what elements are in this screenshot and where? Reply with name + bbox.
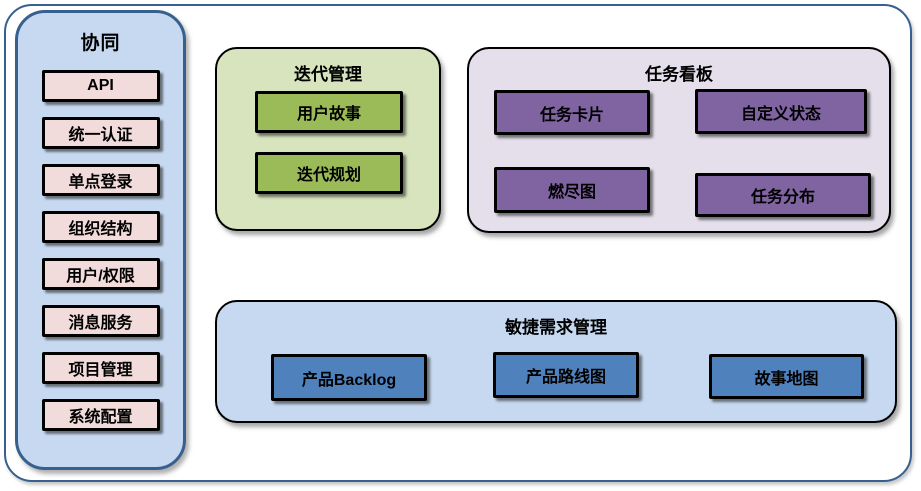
task-board-panel: 任务看板 任务卡片 自定义状态 燃尽图 任务分布 [467,47,891,233]
iteration-item-iteration-planning: 迭代规划 [255,152,403,194]
sidebar-item-unified-auth: 统一认证 [41,117,160,149]
agile-item-product-roadmap: 产品路线图 [493,352,639,398]
taskboard-item-task-distribution: 任务分布 [695,173,871,217]
sidebar-item-org-structure: 组织结构 [41,211,160,243]
sidebar-item-sso: 单点登录 [41,164,160,196]
taskboard-item-burndown-chart: 燃尽图 [494,167,650,213]
iteration-management-title: 迭代管理 [294,65,362,84]
sidebar-item-message-service: 消息服务 [41,305,160,337]
agile-item-story-map: 故事地图 [709,354,864,399]
taskboard-item-custom-status: 自定义状态 [695,89,867,134]
collaboration-panel: 协同 API 统一认证 单点登录 组织结构 用户/权限 消息服务 项目管理 系统… [15,10,186,470]
sidebar-item-user-permissions: 用户/权限 [41,258,160,290]
sidebar-item-api: API [41,70,160,102]
sidebar-item-system-config: 系统配置 [41,399,160,431]
task-board-title: 任务看板 [645,65,713,84]
collaboration-item-list: API 统一认证 单点登录 组织结构 用户/权限 消息服务 项目管理 系统配置 [18,70,183,431]
taskboard-item-task-card: 任务卡片 [494,90,650,135]
iteration-management-panel: 迭代管理 用户故事 迭代规划 [215,47,441,231]
agile-requirements-title: 敏捷需求管理 [505,318,607,337]
sidebar-item-project-management: 项目管理 [41,352,160,384]
agile-requirements-panel: 敏捷需求管理 产品Backlog 产品路线图 故事地图 [215,300,897,423]
agile-item-product-backlog: 产品Backlog [271,354,427,401]
collaboration-panel-title: 协同 [80,33,121,54]
iteration-item-user-story: 用户故事 [255,91,403,133]
